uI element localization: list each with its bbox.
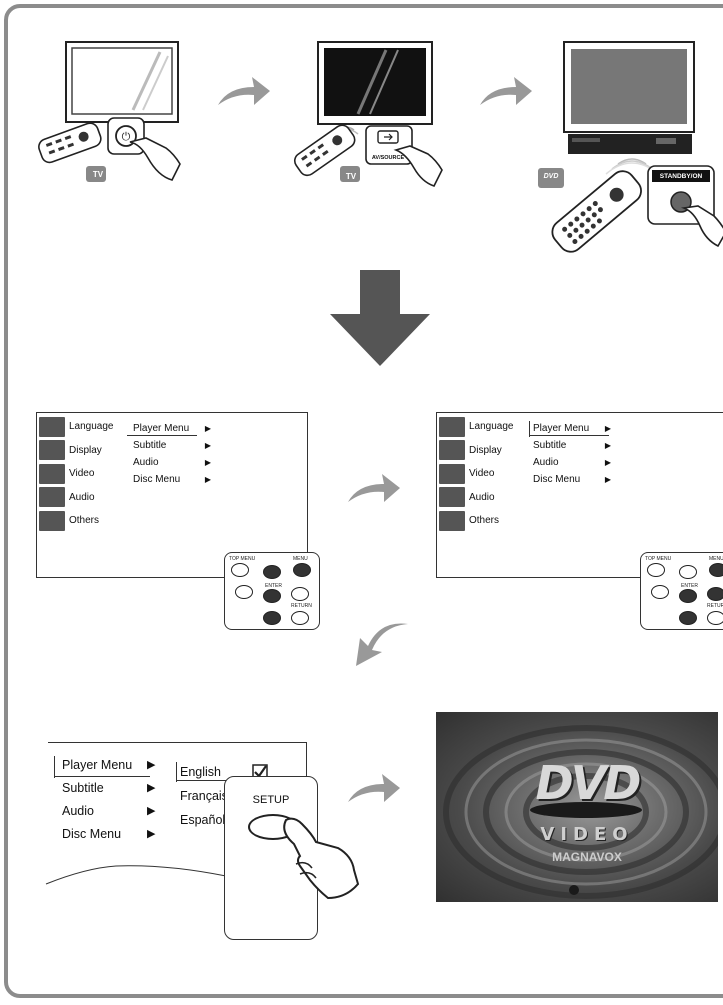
- pointing-hand-icon: [283, 817, 360, 900]
- curved-arrow-icon: [348, 774, 400, 802]
- menu-item-video[interactable]: Video: [39, 462, 127, 486]
- language-option[interactable]: Español: [180, 813, 226, 827]
- submenu-item[interactable]: Subtitle▶: [533, 440, 611, 451]
- tv-white-screen-illustration: ⏻: [38, 41, 181, 182]
- others-icon: [39, 510, 65, 531]
- up-button[interactable]: [679, 565, 697, 579]
- audio-icon: [39, 487, 65, 508]
- display-icon: [439, 440, 465, 461]
- up-button[interactable]: [263, 565, 281, 579]
- remote-control-panel: TOP MENU MENU ENTER RETURN: [640, 552, 723, 630]
- page-frame: [4, 4, 723, 998]
- menu-item-display[interactable]: Display: [39, 439, 127, 463]
- cursor: [176, 762, 177, 782]
- language-option[interactable]: English: [180, 765, 221, 779]
- submenu-item[interactable]: Player Menu▶: [62, 758, 156, 772]
- return-button[interactable]: [707, 611, 723, 625]
- video-icon: [439, 463, 465, 484]
- right-button[interactable]: [707, 587, 723, 601]
- audio-icon: [439, 487, 465, 508]
- setup-menu-panel: Language Display Video Audio Others Play…: [36, 412, 308, 578]
- menu-item-others[interactable]: Others: [39, 509, 127, 533]
- cursor: [529, 421, 530, 437]
- enter-button[interactable]: [679, 589, 697, 603]
- curved-arrow-icon: [348, 474, 400, 502]
- submenu-item[interactable]: Audio▶: [133, 457, 211, 468]
- display-icon: [39, 440, 65, 461]
- divider: [127, 435, 197, 436]
- submenu-item[interactable]: Subtitle▶: [62, 781, 156, 795]
- dvd-splash-screen: DVD VIDEO MAGNAVOX: [436, 712, 718, 902]
- return-button[interactable]: [291, 611, 309, 625]
- language-option[interactable]: Français: [180, 789, 228, 803]
- tv-dark-screen-illustration: [293, 41, 443, 187]
- setup-menu-panel: Language Display Video Audio Others Play…: [436, 412, 723, 578]
- menu-item-language[interactable]: Language: [439, 415, 527, 439]
- menu-item-others[interactable]: Others: [439, 509, 527, 533]
- menu-button[interactable]: [709, 563, 723, 577]
- curved-arrow-icon: [356, 623, 408, 666]
- submenu-item[interactable]: Audio▶: [533, 457, 611, 468]
- top-menu-button[interactable]: [647, 563, 665, 577]
- tv-badge: TV: [92, 170, 104, 179]
- av-source-label: AV/SOURCE: [371, 155, 405, 161]
- menu-item-display[interactable]: Display: [439, 439, 527, 463]
- enter-button[interactable]: [263, 589, 281, 603]
- left-button[interactable]: [651, 585, 669, 599]
- curved-arrow-icon: [218, 77, 270, 105]
- tv-badge: TV: [345, 172, 357, 181]
- brand-name: MAGNAVOX: [552, 850, 622, 864]
- right-button[interactable]: [291, 587, 309, 601]
- video-icon: [39, 463, 65, 484]
- menu-item-audio[interactable]: Audio: [439, 486, 527, 510]
- divider: [529, 435, 609, 436]
- submenu-item[interactable]: Player Menu▶: [533, 423, 611, 434]
- dvd-player-illustration: [538, 41, 723, 253]
- dvd-logo: DVD: [535, 756, 642, 810]
- setup-label: SETUP: [252, 794, 290, 806]
- svg-text:⏻: ⏻: [122, 131, 131, 143]
- menu-button[interactable]: [293, 563, 311, 577]
- dvd-badge: DVD: [543, 173, 559, 180]
- remote-control-panel: TOP MENU MENU ENTER RETURN: [224, 552, 320, 630]
- down-button[interactable]: [679, 611, 697, 625]
- checkbox-checked-icon[interactable]: [252, 764, 268, 780]
- cursor: [54, 756, 55, 778]
- curved-arrow-icon: [480, 77, 532, 105]
- down-button[interactable]: [263, 611, 281, 625]
- left-button[interactable]: [235, 585, 253, 599]
- divider: [176, 780, 240, 781]
- submenu-item[interactable]: Audio▶: [62, 804, 156, 818]
- divider: [54, 776, 150, 777]
- menu-item-video[interactable]: Video: [439, 462, 527, 486]
- submenu-item[interactable]: Disc Menu▶: [533, 474, 611, 485]
- submenu-item[interactable]: Disc Menu▶: [62, 827, 156, 841]
- others-icon: [439, 510, 465, 531]
- language-icon: [39, 416, 65, 437]
- menu-item-audio[interactable]: Audio: [39, 486, 127, 510]
- submenu-item[interactable]: Subtitle▶: [133, 440, 211, 451]
- standby-on-label: STANDBY/ON: [659, 173, 703, 180]
- menu-item-language[interactable]: Language: [39, 415, 127, 439]
- submenu-item[interactable]: Disc Menu▶: [133, 474, 211, 485]
- down-arrow-icon: [330, 270, 430, 366]
- video-logo: VIDEO: [540, 824, 634, 845]
- top-menu-button[interactable]: [231, 563, 249, 577]
- submenu-item[interactable]: Player Menu▶: [133, 423, 211, 434]
- language-icon: [439, 416, 465, 437]
- ripple-background: [443, 725, 718, 899]
